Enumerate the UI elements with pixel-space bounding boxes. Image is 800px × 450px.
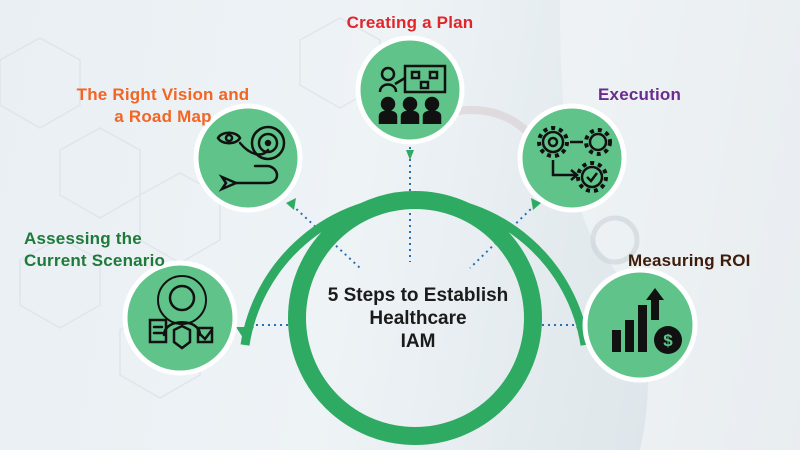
step-label-line: Measuring ROI bbox=[628, 251, 751, 270]
step-label-line: Creating a Plan bbox=[346, 13, 474, 32]
step-label-line: Assessing the bbox=[24, 229, 142, 248]
roi-growth-icon: $ bbox=[612, 288, 682, 354]
step-label-line: a Road Map bbox=[114, 107, 212, 126]
step-label-line: Execution bbox=[598, 85, 682, 104]
step-label-assessing: Assessing the Current Scenario bbox=[24, 228, 165, 272]
vision-target-icon bbox=[216, 125, 286, 192]
planning-meeting-icon bbox=[378, 64, 447, 124]
step-label-plan: Creating a Plan bbox=[330, 12, 490, 34]
step-node-roi[interactable]: $ bbox=[582, 267, 698, 383]
step-node-execution[interactable] bbox=[517, 103, 627, 213]
step-node-plan[interactable] bbox=[355, 35, 465, 145]
process-arc bbox=[240, 194, 590, 346]
svg-text:$: $ bbox=[663, 331, 673, 350]
center-title-line: 5 Steps to Establish bbox=[327, 285, 509, 306]
step-label-vision: The Right Vision and a Road Map bbox=[58, 84, 268, 128]
step-label-roi: Measuring ROI bbox=[628, 250, 751, 272]
step-node-vision[interactable] bbox=[193, 103, 303, 213]
step-label-line: The Right Vision and bbox=[76, 85, 250, 104]
assessment-person-icon bbox=[148, 275, 214, 350]
center-title-line: IAM bbox=[400, 331, 436, 352]
center-title-line: Healthcare bbox=[369, 308, 467, 329]
step-node-assessing[interactable] bbox=[122, 260, 238, 376]
center-title: 5 Steps to Establish Healthcare IAM bbox=[300, 284, 536, 353]
step-label-execution: Execution bbox=[598, 84, 681, 106]
gears-process-icon bbox=[537, 126, 612, 193]
step-label-line: Current Scenario bbox=[24, 251, 166, 270]
